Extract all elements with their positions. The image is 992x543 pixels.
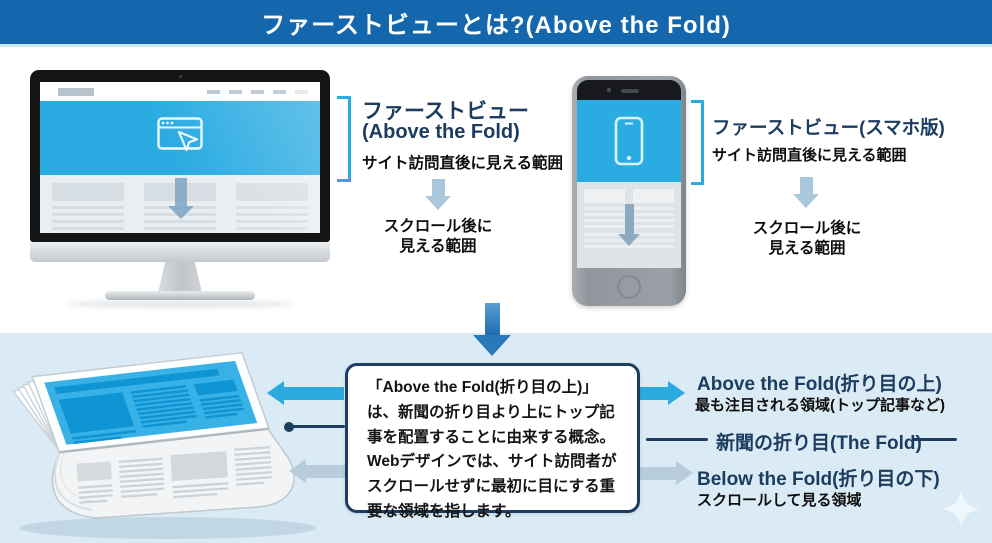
section-connector-arrow-icon (473, 303, 511, 356)
below-fold-description: スクロールして見る領域 (697, 492, 862, 509)
mobile-visible-range-label: サイト訪問直後に見える範囲 (712, 147, 907, 164)
content-placeholder-column (236, 183, 308, 233)
the-fold-label: 新聞の折り目(The Fold) (716, 433, 922, 454)
desktop-after-scroll-label: スクロール後に 見える範囲 (383, 218, 493, 255)
content-placeholder-column (584, 189, 625, 231)
four-point-star-icon (942, 490, 980, 528)
phone-top-band (577, 80, 681, 100)
above-the-fold-explanation-box: 「Above the Fold(折り目の上)」は、新聞の折り目より上にトップ記事… (345, 363, 640, 520)
desktop-fold-bracket-icon (337, 96, 351, 182)
content-placeholder-column (52, 183, 124, 233)
above-fold-description: 最も注目される領域(トップ記事など) (695, 397, 945, 414)
explanation-text: 「Above the Fold(折り目の上)」は、新聞の折り目より上にトップ記事… (367, 379, 617, 520)
desktop-monitor-illustration (30, 70, 330, 308)
monitor-chin (30, 242, 330, 262)
header-accent-line (0, 44, 992, 47)
logo-placeholder (58, 88, 94, 96)
scroll-down-arrow-icon (168, 178, 194, 219)
smartphone-icon (614, 116, 644, 166)
above-fold-pointer-arrow-icon (267, 381, 344, 405)
desktop-visible-range-label: サイト訪問直後に見える範囲 (362, 155, 564, 172)
smartphone-illustration (572, 76, 686, 306)
mobile-after-scroll-label: スクロール後に 見える範囲 (752, 220, 862, 257)
webpage-navbar (40, 82, 320, 101)
header-bar: ファーストビューとは?(Above the Fold) (0, 0, 992, 44)
below-fold-pointer-arrow-icon (638, 461, 693, 485)
page-title: ファーストビューとは?(Above the Fold) (261, 11, 731, 39)
scroll-down-arrow-icon (618, 204, 640, 246)
mobile-firstview-title: ファーストビュー(スマホ版) (712, 117, 945, 138)
fold-connector-line (913, 438, 957, 441)
mobile-above-fold-area (577, 100, 681, 182)
phone-home-button-icon (617, 275, 641, 299)
desktop-firstview-title: ファーストビュー (362, 100, 529, 123)
fold-point-dot-icon (284, 422, 294, 432)
fold-connector-line (293, 425, 345, 428)
phone-camera-icon (607, 88, 611, 92)
mobile-fold-bracket-icon (691, 100, 704, 185)
below-fold-pointer-arrow-icon (289, 459, 346, 483)
desktop-firstview-subtitle-en: (Above the Fold) (362, 121, 520, 143)
monitor-shadow (65, 300, 295, 308)
browser-click-icon (157, 117, 203, 152)
webcam-dot-icon (179, 75, 182, 78)
down-arrow-icon (425, 179, 451, 210)
monitor-stand-neck (158, 262, 202, 293)
mobile-below-fold-area (577, 182, 681, 268)
nav-links-placeholder (207, 90, 308, 94)
monitor-stand-base (105, 291, 255, 300)
down-arrow-icon (793, 177, 819, 208)
monitor-screen (40, 82, 320, 233)
content-placeholder-column (633, 189, 674, 231)
monitor-bezel (30, 70, 330, 242)
above-fold-label: Above the Fold(折り目の上) (697, 374, 942, 395)
below-fold-label: Below the Fold(折り目の下) (697, 469, 940, 490)
phone-speaker-icon (621, 89, 639, 93)
fold-connector-line (646, 438, 708, 441)
newspaper-illustration (11, 351, 316, 539)
desktop-above-fold-area (40, 101, 320, 175)
above-fold-pointer-arrow-icon (638, 381, 685, 405)
